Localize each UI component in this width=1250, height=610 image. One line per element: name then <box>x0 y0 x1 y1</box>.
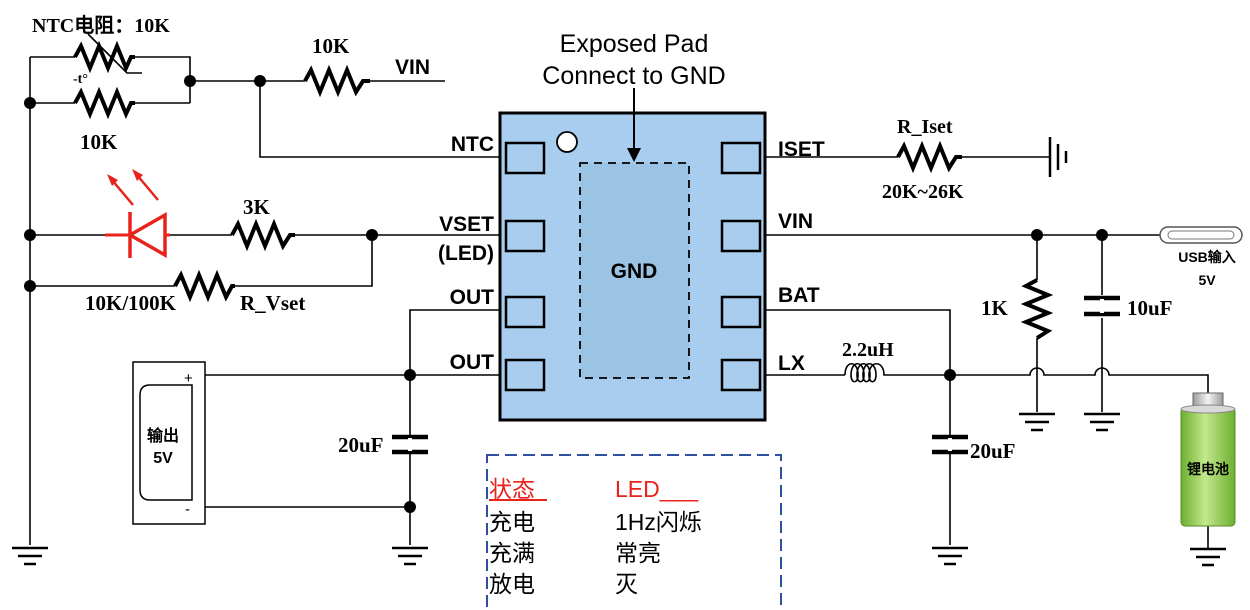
pin-out-1: OUT <box>450 286 495 309</box>
pin-bat: BAT <box>778 284 820 307</box>
usb-label: USB输入 <box>1178 249 1236 265</box>
junction-dots <box>24 75 1108 513</box>
table-row-1-led: 1Hz闪烁 <box>615 509 702 535</box>
table-row-3-state: 放电 <box>489 571 535 597</box>
labels: NTC电阻：10K -t° 10K 10K VIN 3K 10K/100K R_… <box>32 14 1236 518</box>
c10u-label: 10uF <box>1127 296 1173 320</box>
iset-resistor <box>896 140 962 174</box>
status-table: 状态 LED___ 充电 1Hz闪烁 充满 常亮 放电 灭 <box>489 476 702 597</box>
cout-label: 20uF <box>338 433 384 457</box>
ntc-temp-label: -t° <box>73 72 88 87</box>
iset-name-label: R_Iset <box>897 116 953 138</box>
output-label-2: 5V <box>153 450 173 467</box>
inductor-label: 2.2uH <box>842 339 894 361</box>
cbat-label: 20uF <box>970 439 1016 463</box>
pin-ntc: NTC <box>451 133 494 156</box>
r1k-resistor <box>1020 278 1054 340</box>
r1k-label: 1K <box>981 296 1009 320</box>
vset-name-label: R_Vset <box>240 291 305 315</box>
capacitors <box>392 295 1120 455</box>
exposed-pad <box>579 162 690 379</box>
battery-label: 锂电池 <box>1187 461 1229 477</box>
pin-out-2: OUT <box>450 351 495 374</box>
vin-resistor-label: 10K <box>312 34 350 58</box>
pin-vin: VIN <box>778 210 813 233</box>
table-header-led: LED___ <box>615 476 699 502</box>
pin-lx: LX <box>778 352 805 375</box>
resistors <box>73 33 1054 340</box>
pin-led: (LED) <box>438 242 494 265</box>
wires <box>29 56 1209 548</box>
inductor <box>844 362 898 383</box>
pin-vset: VSET <box>439 213 494 236</box>
ntc-arrow <box>87 33 142 74</box>
table-header-state: 状态 <box>489 476 535 502</box>
pad-note-line2: Connect to GND <box>542 62 725 90</box>
ic-chip <box>498 88 767 422</box>
output-label-1: 输出 <box>147 426 179 445</box>
pad-note-line1: Exposed Pad <box>560 30 709 58</box>
output-connector <box>132 361 206 525</box>
table-row-3-led: 灭 <box>615 571 638 597</box>
pin-iset: ISET <box>778 138 825 161</box>
led-diode <box>105 169 170 259</box>
battery <box>1180 392 1236 527</box>
usb-connector <box>1159 226 1243 244</box>
usb-voltage: 5V <box>1198 272 1216 288</box>
chip-center-label: GND <box>611 260 658 283</box>
vin-label: VIN <box>395 56 430 79</box>
ground-symbols <box>12 137 1226 567</box>
iset-value-label: 20K~26K <box>882 181 964 203</box>
output-minus: - <box>185 501 190 518</box>
led-resistor <box>230 218 295 252</box>
ntc-resistor <box>73 40 135 74</box>
vset-value-label: 10K/100K <box>85 291 177 315</box>
table-row-1-state: 充电 <box>489 509 535 535</box>
table-row-2-led: 常亮 <box>615 540 661 566</box>
ntc-label: NTC电阻：10K <box>32 14 170 37</box>
vin-resistor <box>303 64 370 98</box>
parallel-resistor <box>73 86 135 120</box>
output-plus: + <box>184 370 193 387</box>
parallel-resistor-label: 10K <box>80 130 118 154</box>
status-table-border <box>486 454 782 610</box>
led-resistor-label: 3K <box>243 195 271 219</box>
vset-resistor <box>173 269 235 303</box>
table-row-2-state: 充满 <box>489 540 535 566</box>
